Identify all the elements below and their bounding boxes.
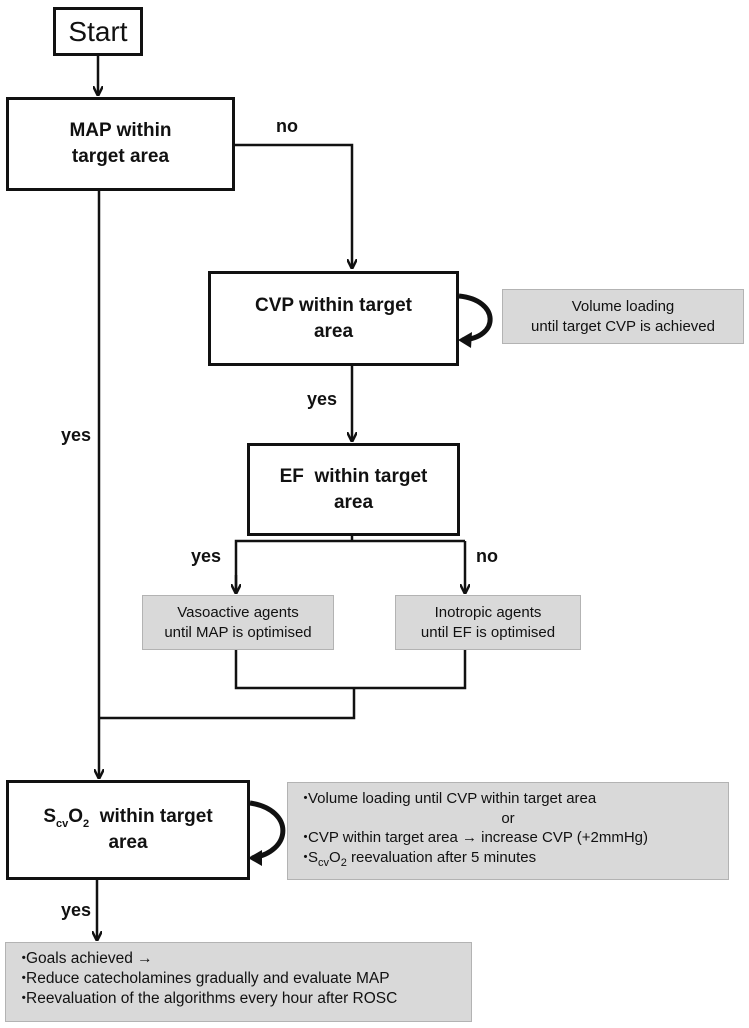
scvo2-box-line1: ScvO2 within target	[43, 806, 213, 831]
start-node: Start	[53, 7, 143, 56]
final-item2: ・Reduce catecholamines gradually and eva…	[16, 970, 390, 988]
ef-box-line2: area	[333, 491, 374, 513]
start-label: Start	[68, 15, 128, 47]
vasoactive-note-line1: Vasoactive agents	[177, 604, 299, 621]
label-ef-no: no	[476, 546, 498, 566]
label-cvp-yes: yes	[307, 389, 338, 409]
volume-note-line2: until target CVP is achieved	[531, 317, 715, 335]
scvo2-action-item1: ・Volume loading until CVP within target …	[298, 790, 597, 807]
inotropic-agents-note: Inotropic agents until EF is optimised	[395, 595, 581, 650]
map-box-line1: MAP within	[69, 120, 172, 142]
map-decision-box: MAP within target area	[6, 97, 235, 191]
loop-arrow-cvp	[458, 293, 493, 343]
loop-arrowhead-scvo2	[248, 850, 262, 866]
label-ef-yes: yes	[191, 546, 222, 566]
arrow-map-no-to-cvp	[235, 143, 352, 268]
inotropic-note-line2: until EF is optimised	[420, 623, 556, 641]
vasoactive-note-line2: until MAP is optimised	[164, 623, 312, 641]
scvo2-decision-box: ScvO2 within target area	[6, 780, 250, 880]
final-goals-note: ・Goals achieved → ・Reduce catecholamines…	[5, 942, 472, 1022]
scvo2-box-line2: area	[108, 832, 148, 853]
cvp-box-line1: CVP within target	[255, 294, 412, 316]
cvp-box-line2: area	[313, 320, 354, 342]
cvp-decision-box: CVP within target area	[208, 271, 459, 366]
vasoactive-agents-note: Vasoactive agents until MAP is optimised	[142, 595, 334, 650]
label-map-yes: yes	[61, 425, 92, 445]
merge-to-main	[99, 688, 356, 720]
final-item3: ・Reevaluation of the algorithms every ho…	[16, 990, 398, 1008]
ef-box-line1: EF within target	[279, 465, 428, 487]
label-scvo2-yes: yes	[61, 900, 92, 920]
loop-arrowhead-cvp	[458, 332, 472, 348]
merge-line	[234, 650, 467, 690]
scvo2-action-or: or	[501, 809, 515, 827]
scvo2-action-item2: ・CVP within target area → increase CVP (…	[298, 829, 648, 846]
map-box-line2: target area	[71, 146, 170, 167]
volume-note-line1: Volume loading	[571, 298, 675, 315]
loop-arrow-scvo2	[249, 800, 286, 861]
volume-loading-note: Volume loading until target CVP is achie…	[502, 289, 744, 344]
scvo2-action-item3: ・ScvO2 reevaluation after 5 minutes	[298, 848, 537, 869]
final-item1: ・Goals achieved →	[16, 950, 153, 967]
arrow-ef-yes-to-vasoactive	[234, 539, 465, 593]
ef-decision-box: EF within target area	[247, 443, 460, 536]
inotropic-note-line1: Inotropic agents	[434, 604, 542, 621]
scvo2-actions-note: ・Volume loading until CVP within target …	[287, 782, 729, 880]
label-map-no: no	[276, 116, 298, 136]
